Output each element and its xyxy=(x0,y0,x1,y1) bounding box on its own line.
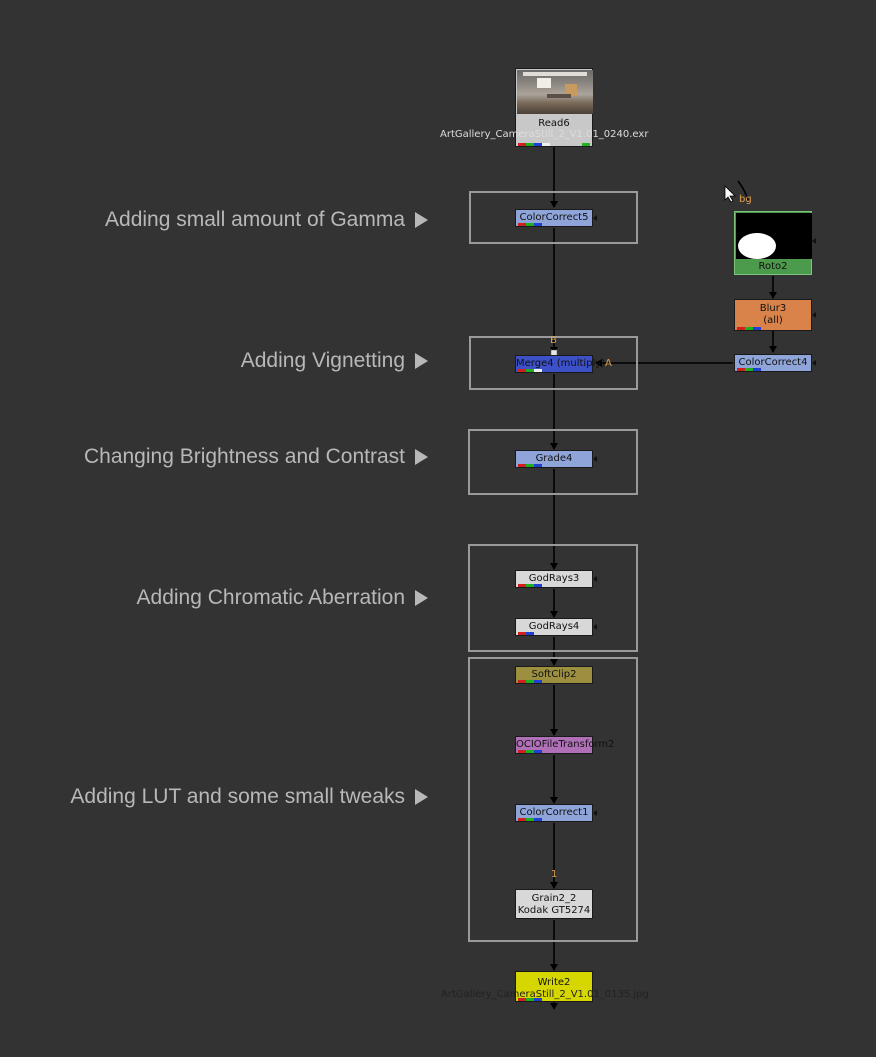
channel-indicator xyxy=(518,584,542,587)
channel-indicator xyxy=(737,327,761,330)
read-node-label: Read6 xyxy=(538,118,570,129)
play-arrow-icon xyxy=(415,789,428,805)
bg-input-label: bg xyxy=(739,194,752,205)
softclip-node[interactable]: SoftClip2 xyxy=(515,666,593,684)
ocio-label: OCIOFileTransform2 xyxy=(516,739,615,750)
annotation-chromatic-aberration: Adding Chromatic Aberration xyxy=(137,585,428,611)
grade-label: Grade4 xyxy=(535,453,573,464)
blur-label: Blur3 xyxy=(759,303,787,314)
annotation-text: Adding Chromatic Aberration xyxy=(136,586,405,609)
mask-input-icon[interactable] xyxy=(593,576,597,582)
annotation-gamma: Adding small amount of Gamma xyxy=(105,207,428,233)
mask-input-icon[interactable] xyxy=(812,238,816,244)
colorcorrect4-node[interactable]: ColorCorrect4 xyxy=(734,354,816,372)
annotation-vignetting: Adding Vignetting xyxy=(241,348,428,374)
blur-channels: (all) xyxy=(763,315,783,326)
annotation-text: Adding Vignetting xyxy=(240,349,405,372)
channel-indicator xyxy=(518,143,550,146)
grain-input-label: 1 xyxy=(551,869,558,880)
mask-input-icon[interactable] xyxy=(593,215,597,221)
channel-indicator xyxy=(518,369,542,372)
grain-label: Grain2_2 xyxy=(531,893,577,904)
play-arrow-icon xyxy=(415,590,428,606)
write-file-path: ArtGallery_CameraStill_2_V1.01_0135.jpg xyxy=(441,989,649,1000)
softclip-label: SoftClip2 xyxy=(531,669,577,680)
grain-preset: Kodak GT5274 xyxy=(517,905,591,916)
annotation-lut-tweaks: Adding LUT and some small tweaks xyxy=(70,784,428,810)
merge-node[interactable]: Merge4 (multiply) xyxy=(515,355,606,373)
merge-b-input-label: B xyxy=(550,335,557,346)
read-thumbnail xyxy=(517,70,593,114)
write-label: Write2 xyxy=(537,977,571,988)
write-node[interactable]: Write2 xyxy=(515,971,593,1002)
colorcorrect4-label: ColorCorrect4 xyxy=(738,357,808,368)
play-arrow-icon xyxy=(415,449,428,465)
annotation-text: Adding LUT and some small tweaks xyxy=(70,785,405,808)
mask-input-icon[interactable] xyxy=(812,312,816,318)
read-file-path: ArtGallery_CameraStill_2_V1.01_0240.exr xyxy=(440,129,649,140)
mask-input-icon[interactable] xyxy=(812,360,816,366)
play-arrow-icon xyxy=(415,212,428,228)
roto-label: Roto2 xyxy=(758,261,788,272)
roto-thumbnail xyxy=(736,213,812,259)
merge-label: Merge4 (multiply) xyxy=(516,358,606,369)
backdrop-chromatic-aberration[interactable] xyxy=(468,544,638,652)
backdrop-vignetting[interactable] xyxy=(469,336,638,390)
channel-indicator xyxy=(518,750,542,753)
channel-indicator xyxy=(518,464,542,467)
mask-input-icon[interactable] xyxy=(593,456,597,462)
channel-indicator xyxy=(518,680,542,683)
godrays3-node[interactable]: GodRays3 xyxy=(515,570,597,588)
play-arrow-icon xyxy=(415,353,428,369)
colorcorrect5-label: ColorCorrect5 xyxy=(519,212,589,223)
grade-node[interactable]: Grade4 xyxy=(515,450,597,468)
roto-node[interactable]: Roto2 xyxy=(734,211,816,275)
backdrop-brightness-contrast[interactable] xyxy=(468,429,638,495)
channel-indicator xyxy=(737,368,761,371)
godrays4-node[interactable]: GodRays4 xyxy=(515,618,597,636)
colorcorrect1-node[interactable]: ColorCorrect1 xyxy=(515,804,597,822)
channel-indicator xyxy=(582,143,590,146)
blur-node[interactable]: Blur3 (all) xyxy=(734,299,816,331)
ocio-node[interactable]: OCIOFileTransform2 xyxy=(515,736,615,754)
annotation-brightness-contrast: Changing Brightness and Contrast xyxy=(84,444,428,470)
godrays3-label: GodRays3 xyxy=(528,573,580,584)
godrays4-label: GodRays4 xyxy=(528,621,580,632)
merge-a-input-label: A xyxy=(605,358,612,369)
backdrop-lut-tweaks[interactable] xyxy=(468,657,638,942)
channel-indicator xyxy=(518,223,542,226)
channel-indicator xyxy=(518,632,534,635)
channel-indicator xyxy=(518,998,542,1001)
annotation-text: Changing Brightness and Contrast xyxy=(83,445,405,468)
grain-node[interactable]: Grain2_2 Kodak GT5274 xyxy=(515,889,593,919)
annotation-text: Adding small amount of Gamma xyxy=(105,208,405,231)
mask-input-icon[interactable] xyxy=(593,624,597,630)
mask-input-icon[interactable] xyxy=(593,810,597,816)
colorcorrect1-label: ColorCorrect1 xyxy=(519,807,589,818)
read-node[interactable]: Read6 xyxy=(515,68,593,147)
colorcorrect5-node[interactable]: ColorCorrect5 xyxy=(515,209,597,227)
cursor-icon xyxy=(724,185,736,203)
backdrop-gamma[interactable] xyxy=(469,191,638,244)
channel-indicator xyxy=(518,818,542,821)
